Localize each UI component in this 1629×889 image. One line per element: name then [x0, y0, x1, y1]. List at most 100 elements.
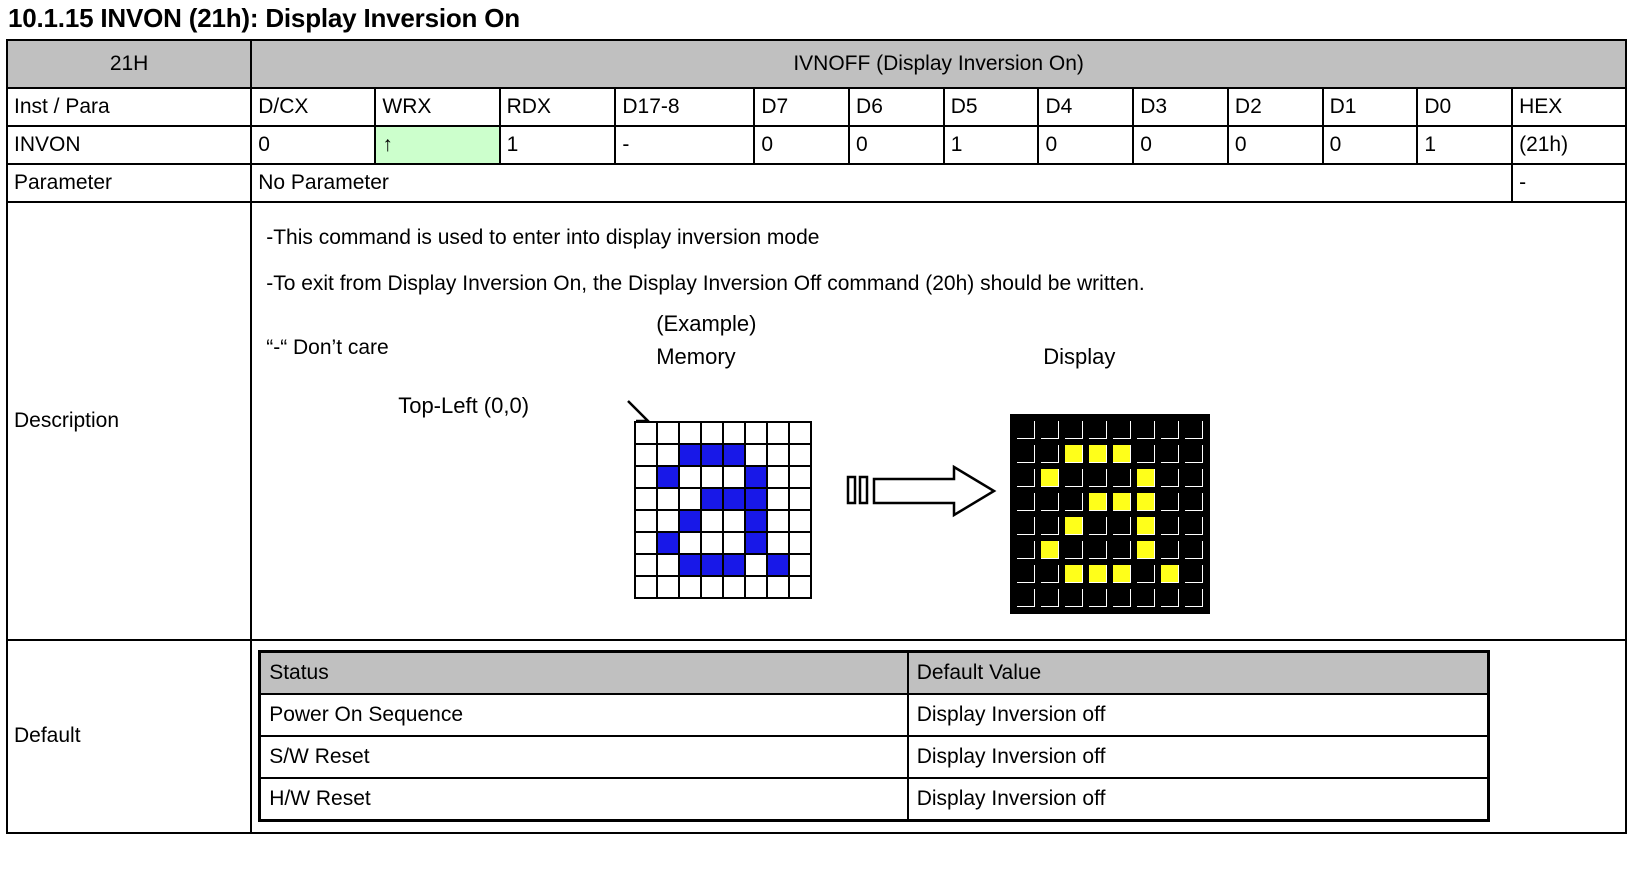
page-title: 10.1.15 INVON (21h): Display Inversion O…	[8, 3, 520, 33]
bitmap-cell-1-5	[1135, 442, 1158, 465]
bitmap-cell-6-2	[678, 552, 703, 577]
bitmap-cell-2-3	[700, 464, 725, 489]
bitmap-cell-3-4	[1111, 490, 1134, 513]
col-header-inst-para: Inst / Para	[5, 86, 253, 127]
bitmap-cell-0-3	[1087, 418, 1110, 441]
bitmap-row	[634, 508, 813, 533]
bitmap-row	[634, 464, 813, 489]
bitmap-cell-7-6	[1159, 586, 1182, 609]
default-value-hw-reset: Display Inversion off	[906, 777, 1490, 822]
bitmap-cell-4-0	[1015, 514, 1038, 537]
bitmap-cell-1-2	[1063, 442, 1086, 465]
bitmap-cell-0-6	[766, 420, 791, 445]
bitmap-cell-6-7	[1183, 562, 1206, 585]
default-status-power-on-sequence: Power On Sequence	[258, 693, 909, 738]
bitmap-cell-4-2	[678, 508, 703, 533]
bitmap-cell-7-5	[1135, 586, 1158, 609]
bitmap-cell-5-4	[722, 530, 747, 555]
bitmap-cell-0-0	[634, 420, 659, 445]
bitmap-cell-5-1	[1039, 538, 1062, 561]
bitmap-row	[634, 530, 813, 555]
bitmap-row	[634, 552, 813, 577]
bitmap-cell-5-0	[1015, 538, 1038, 561]
memory-bitmap-grid	[634, 420, 813, 599]
bitmap-cell-2-3	[1087, 466, 1110, 489]
bitmap-cell-3-6	[766, 486, 791, 511]
bitmap-cell-7-3	[700, 574, 725, 599]
bitmap-row	[1015, 586, 1206, 609]
col-header-wrx: WRX	[374, 86, 501, 127]
bitmap-cell-2-4	[1111, 466, 1134, 489]
display-bitmap-grid	[1010, 413, 1211, 614]
bitmap-cell-4-7	[1183, 514, 1206, 537]
bitmap-cell-5-3	[1087, 538, 1110, 561]
bitmap-cell-7-7	[788, 574, 813, 599]
bitmap-cell-2-4	[722, 464, 747, 489]
bitmap-cell-6-2	[1063, 562, 1086, 585]
bitmap-cell-0-2	[678, 420, 703, 445]
col-header-dcx: D/CX	[250, 86, 377, 127]
bitmap-cell-5-7	[1183, 538, 1206, 561]
default-value-power-on-sequence: Display Inversion off	[906, 693, 1490, 738]
dont-care-note: “-“ Don’t care	[266, 335, 389, 359]
command-code-header: 21H	[5, 38, 253, 89]
origin-pointer-icon	[627, 399, 652, 422]
bitmap-cell-7-2	[1063, 586, 1086, 609]
display-label: Display	[1043, 343, 1116, 369]
bitmap-cell-4-6	[1159, 514, 1182, 537]
bitmap-cell-7-0	[1015, 586, 1038, 609]
bitmap-cell-4-3	[700, 508, 725, 533]
bitmap-cell-3-0	[1015, 490, 1038, 513]
bitmap-cell-2-0	[1015, 466, 1038, 489]
bitmap-cell-7-4	[722, 574, 747, 599]
cell-d3-value: 0	[1132, 124, 1229, 165]
bitmap-cell-6-3	[700, 552, 725, 577]
col-header-hex: HEX	[1511, 86, 1627, 127]
bitmap-row	[634, 574, 813, 599]
bitmap-cell-3-7	[788, 486, 813, 511]
description-content-cell: -This command is used to enter into disp…	[250, 200, 1627, 641]
col-header-d4: D4	[1037, 86, 1135, 127]
bitmap-cell-2-2	[678, 464, 703, 489]
bitmap-cell-7-6	[766, 574, 791, 599]
bitmap-row	[1015, 562, 1206, 585]
bitmap-cell-6-4	[1111, 562, 1134, 585]
bitmap-cell-7-4	[1111, 586, 1134, 609]
bitmap-cell-3-4	[722, 486, 747, 511]
bitmap-cell-0-6	[1159, 418, 1182, 441]
cell-d1-value: 0	[1321, 124, 1419, 165]
parameter-value: No Parameter	[250, 162, 1514, 203]
bitmap-cell-2-7	[1183, 466, 1206, 489]
description-body: -This command is used to enter into disp…	[258, 216, 1619, 626]
default-row: Default Status Default Value Power On Se…	[5, 638, 1627, 834]
bitmap-cell-1-7	[788, 442, 813, 467]
cell-wrx-value: ↑	[374, 124, 501, 165]
bitmap-cell-7-7	[1183, 586, 1206, 609]
bitmap-cell-6-5	[744, 552, 769, 577]
bitmap-row	[1015, 490, 1206, 513]
bitmap-cell-1-0	[634, 442, 659, 467]
col-header-d7: D7	[753, 86, 851, 127]
bitmap-cell-4-4	[722, 508, 747, 533]
bitmap-cell-4-4	[1111, 514, 1134, 537]
description-label: Description	[5, 200, 253, 641]
bitmap-cell-0-7	[1183, 418, 1206, 441]
col-header-rdx: RDX	[498, 86, 617, 127]
bitmap-cell-1-1	[1039, 442, 1062, 465]
bitmap-cell-5-5	[1135, 538, 1158, 561]
bitmap-cell-2-6	[766, 464, 791, 489]
bitmap-cell-1-2	[678, 442, 703, 467]
bitmap-cell-0-4	[722, 420, 747, 445]
default-table-header-row: Status Default Value	[258, 650, 1490, 696]
bitmap-cell-7-5	[744, 574, 769, 599]
cell-d2-value: 0	[1226, 124, 1324, 165]
cell-d7-value: 0	[753, 124, 851, 165]
bitmap-cell-4-5	[1135, 514, 1158, 537]
col-header-d17-8: D17-8	[614, 86, 756, 127]
bitmap-cell-5-0	[634, 530, 659, 555]
default-status-hw-reset: H/W Reset	[258, 777, 909, 822]
bitmap-cell-4-6	[766, 508, 791, 533]
bitmap-cell-3-2	[1063, 490, 1086, 513]
bitmap-cell-2-0	[634, 464, 659, 489]
bitmap-cell-0-1	[656, 420, 681, 445]
